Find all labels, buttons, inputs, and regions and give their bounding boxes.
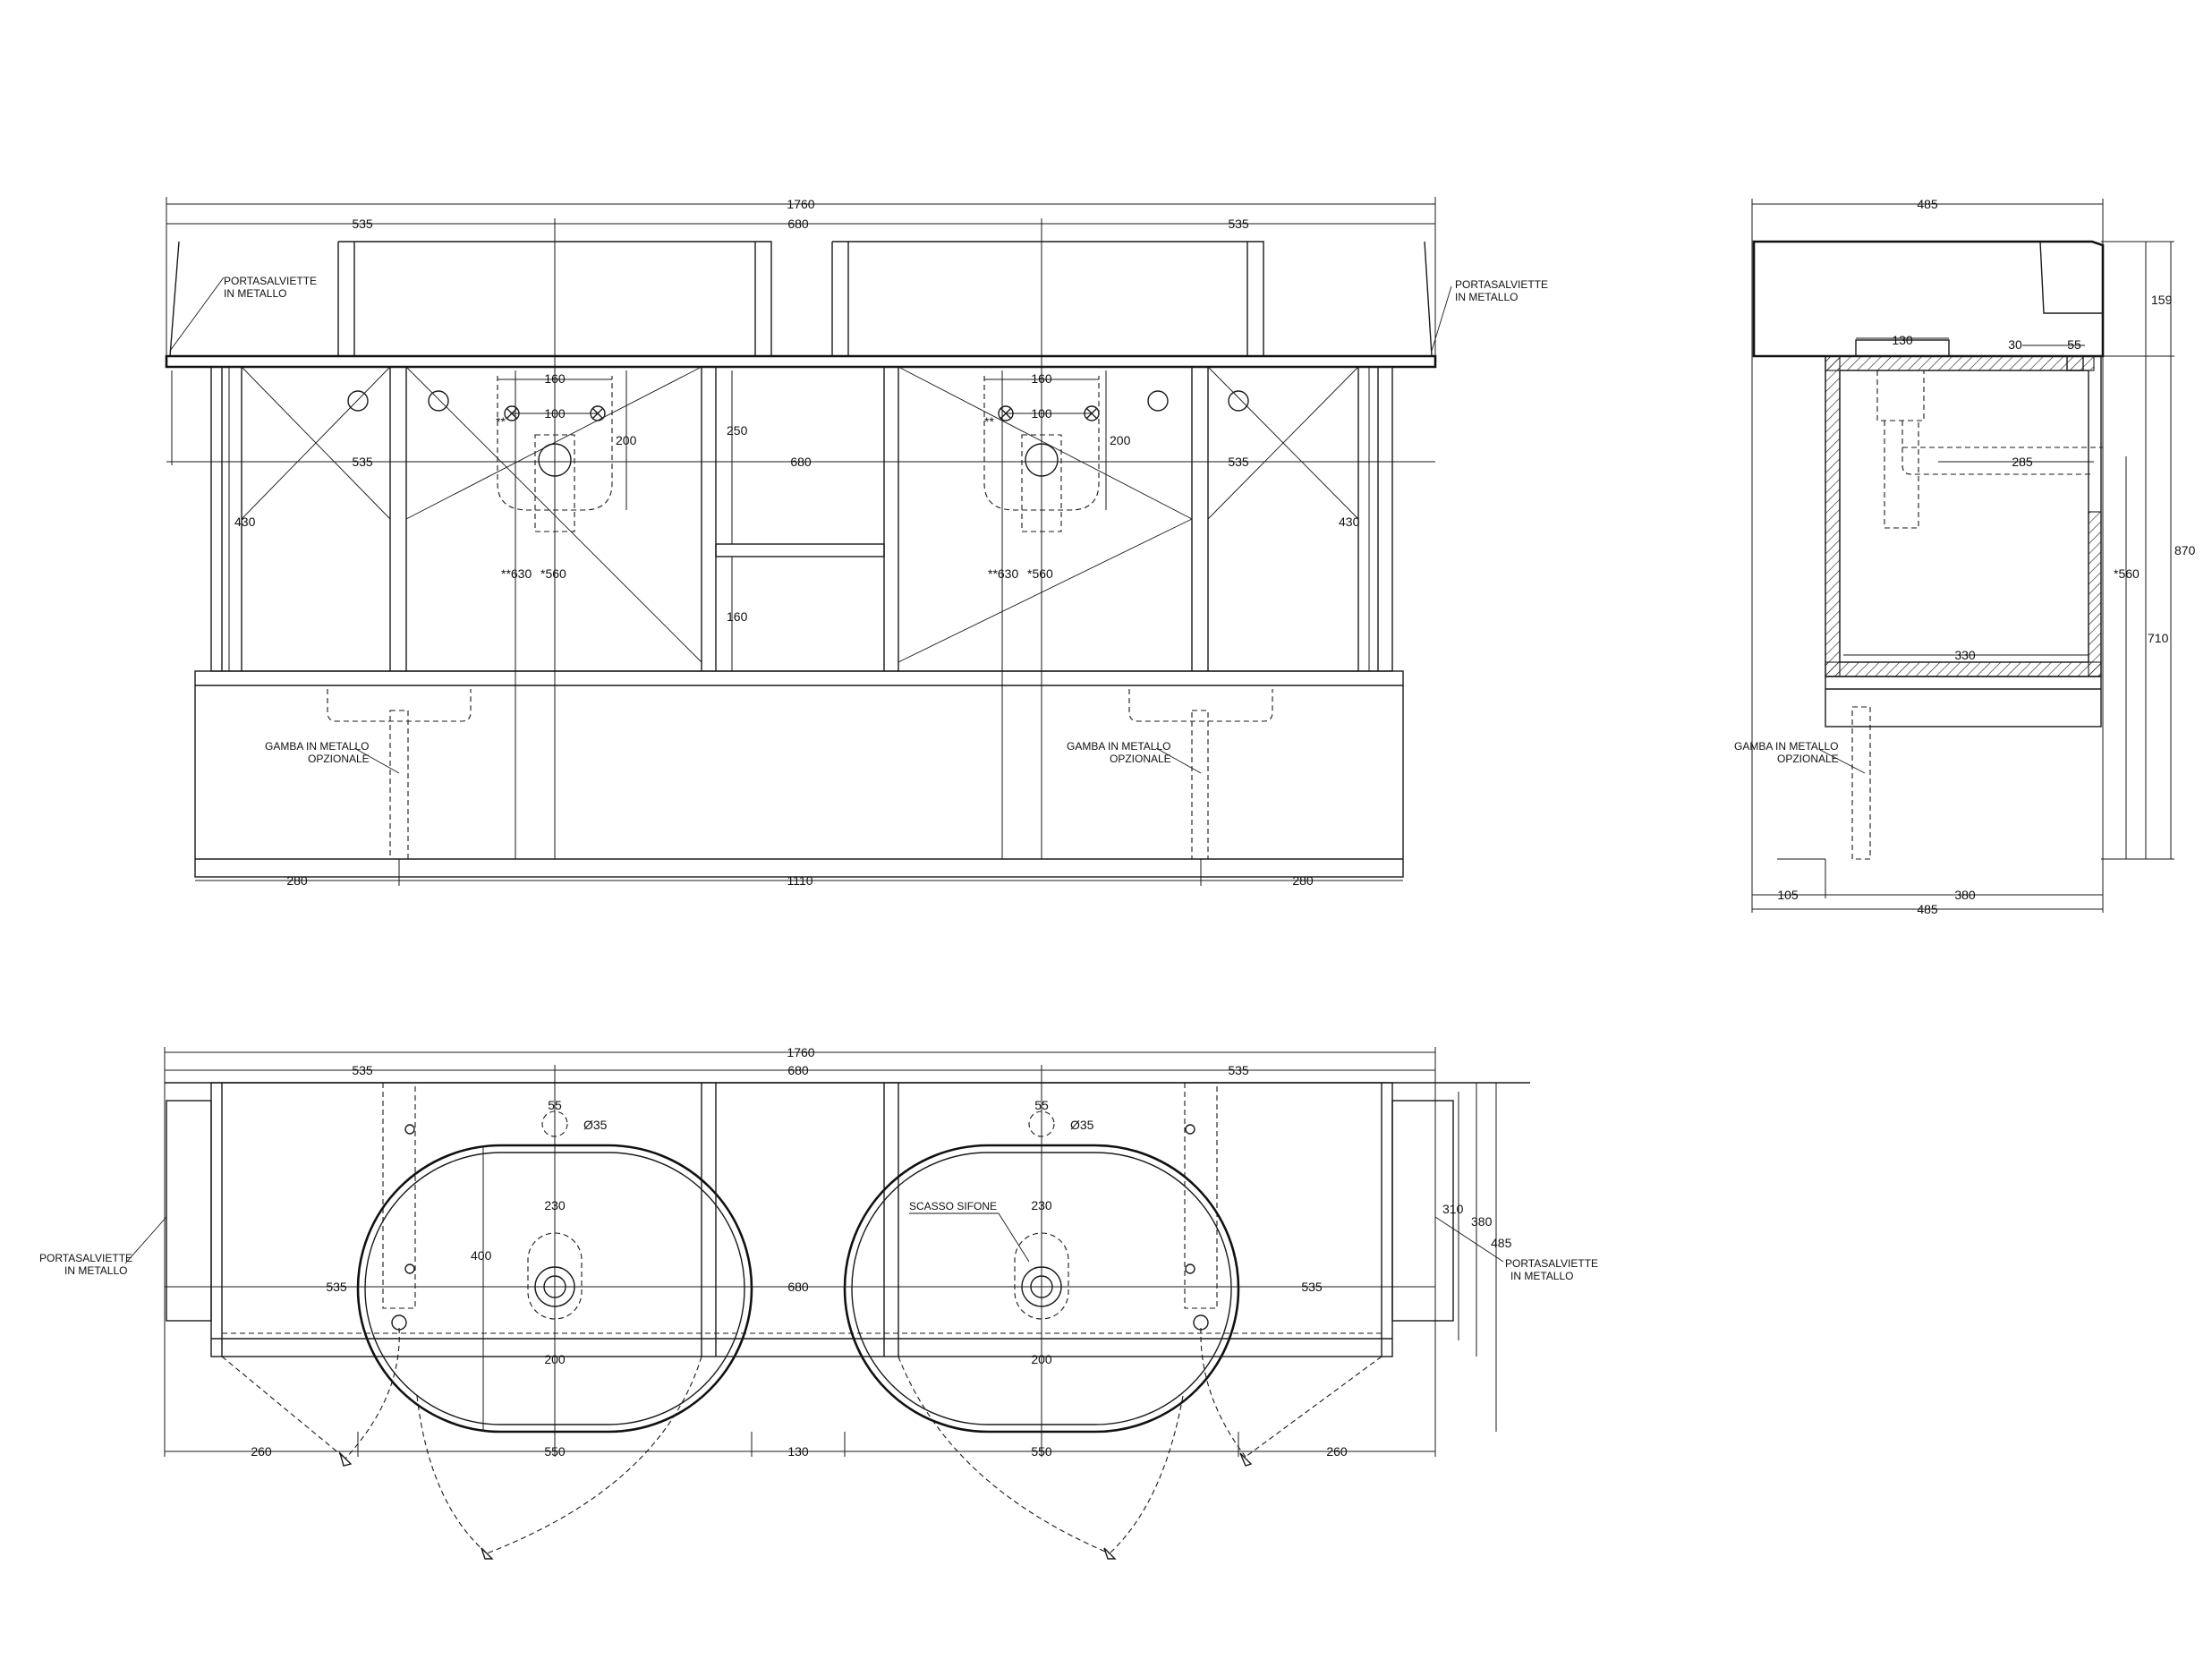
dim-plan-380: 380 [1471,1214,1493,1229]
dim-h630-left: **630 [501,566,532,581]
note-side-leg-1: GAMBA IN METALLO [1734,740,1838,753]
dim-mid-center: 680 [790,455,812,469]
dim-leg-span: 1110 [787,873,812,888]
dim-plan-right: 535 [1228,1063,1249,1077]
dim-side-leg-span: 380 [1954,888,1976,902]
dim-plan-bottom-left: 260 [251,1444,272,1459]
dim-tap-spacing-right: 160 [1031,371,1052,386]
dim-plan-310: 310 [1442,1202,1464,1216]
note-plan-towel-right-2: IN METALLO [1510,1270,1573,1282]
plan-view: 1760 535 680 535 55 55 Ø35 Ø35 230 230 4… [39,1045,1598,1560]
dim-tap-offset-left: 100 [544,406,566,421]
note-leg-right-1: GAMBA IN METALLO [1067,740,1170,753]
dim-plan-overall: 1760 [787,1045,814,1059]
dim-plan-center: 680 [787,1063,809,1077]
dim-front-left: 535 [352,217,373,231]
dim-tap-offset-right: 100 [1031,406,1052,421]
dim-side-depth-bottom: 485 [1917,902,1938,916]
dim-plan-tap-left: 55 [548,1098,562,1112]
note-towel-right-1: PORTASALVIETTE [1455,278,1548,291]
dim-side-height-left: 430 [234,515,256,529]
dim-plan-left: 535 [352,1063,373,1077]
note-plan-towel-right-1: PORTASALVIETTE [1505,1257,1598,1270]
note-plan-towel-left-2: IN METALLO [64,1264,127,1277]
dim-side-560: *560 [2114,566,2140,581]
dim-side-basin-height: 159 [2151,293,2173,307]
dim-front-overall: 1760 [787,197,814,211]
dim-plan-bottom-right: 260 [1326,1444,1348,1459]
dim-tap-spacing-left: 160 [544,371,566,386]
side-elevation: 485 159 130 30 55 285 330 870 710 *560 1… [1734,197,2196,916]
note-leg-right-2: OPZIONALE [1110,753,1171,765]
dim-leg-left: 280 [286,873,308,888]
front-elevation: 1760 535 680 535 160 160 100 100 200 200… [165,197,1548,888]
note-siphon: SCASSO SIFONE [909,1200,997,1212]
dim-shelf-top: 250 [727,423,748,438]
dim-side-pipe: 285 [2012,455,2033,469]
dim-plan-hole-right: Ø35 [1070,1118,1094,1132]
dim-side-depth: 485 [1917,197,1938,211]
dim-h560-left: *560 [540,566,566,581]
dim-side-total-height: 870 [2174,543,2196,557]
dim-side-55: 55 [2067,337,2081,352]
dim-shelf-bottom: 160 [727,609,748,624]
dim-plan-drain-left: 230 [544,1198,566,1212]
note-towel-right-2: IN METALLO [1455,291,1518,303]
dim-side-30: 30 [2008,337,2022,352]
dim-plan-basin-w-left: 550 [544,1444,566,1459]
note-towel-left-2: IN METALLO [224,287,286,300]
dim-plan-drain-rear-left: 200 [544,1352,566,1366]
dim-plan-485: 485 [1491,1236,1512,1250]
dim-side-height-right: 430 [1339,515,1360,529]
dim-h630-right: **630 [988,566,1018,581]
dim-plan-basin-w-right: 550 [1031,1444,1052,1459]
dim-leg-right: 280 [1292,873,1314,888]
dim-side-130: 130 [1892,333,1913,347]
dim-front-center: 680 [787,217,809,231]
dim-side-inner: 330 [1954,648,1976,662]
dim-mid-left: 535 [352,455,373,469]
dim-mid-right: 535 [1228,455,1249,469]
dim-side-710: 710 [2148,631,2169,645]
dim-front-right: 535 [1228,217,1249,231]
mark-star-right: ** [984,414,994,429]
note-side-leg-2: OPZIONALE [1777,753,1839,765]
dim-plan-mid-right: 535 [1301,1280,1323,1294]
dim-plan-basin-depth: 400 [471,1248,492,1263]
dim-plan-mid-left: 535 [326,1280,347,1294]
note-plan-towel-left-1: PORTASALVIETTE [39,1252,132,1264]
dim-plan-hole-left: Ø35 [583,1118,608,1132]
dim-plan-drain-rear-right: 200 [1031,1352,1052,1366]
dim-plan-gap: 130 [787,1444,809,1459]
dim-side-leg-back: 105 [1777,888,1799,902]
dim-plan-mid-center: 680 [787,1280,809,1294]
dim-drain-depth-right: 200 [1110,433,1131,447]
note-towel-left-1: PORTASALVIETTE [224,275,317,287]
dim-h560-right: *560 [1027,566,1053,581]
note-leg-left-1: GAMBA IN METALLO [265,740,369,753]
dim-drain-depth-left: 200 [616,433,637,447]
note-leg-left-2: OPZIONALE [308,753,370,765]
mark-star-left: ** [496,414,506,429]
dim-plan-tap-right: 55 [1034,1098,1049,1112]
dim-plan-drain-right: 230 [1031,1198,1052,1212]
